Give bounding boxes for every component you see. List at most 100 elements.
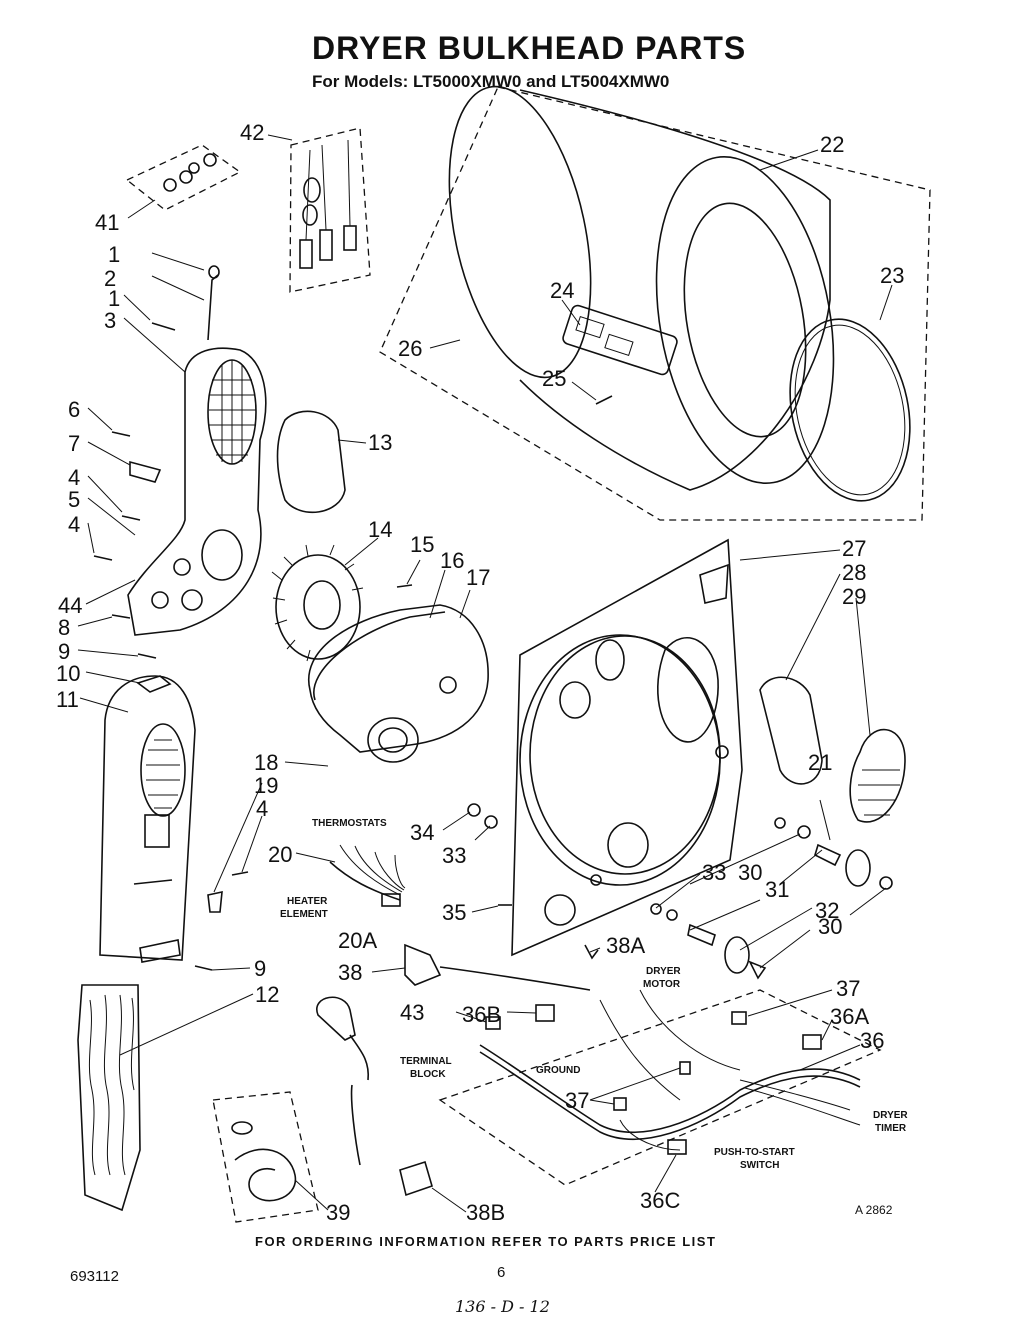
hardware-packs xyxy=(125,127,371,293)
callout-33a: 33 xyxy=(442,843,466,868)
blower-housing-plate xyxy=(93,265,267,693)
callout-4c: 4 xyxy=(256,796,268,821)
callout-28: 28 xyxy=(842,560,866,585)
lint-screen-29 xyxy=(849,728,906,823)
callout-33b: 33 xyxy=(702,860,726,885)
callout-10: 10 xyxy=(56,661,80,686)
callout-36a: 36A xyxy=(830,1004,869,1029)
power-cord xyxy=(316,943,599,1197)
drum-support-32 xyxy=(845,849,871,887)
callout-9b: 9 xyxy=(254,956,266,981)
label-terminal-block-2: BLOCK xyxy=(410,1069,446,1080)
callout-18: 18 xyxy=(254,750,278,775)
callout-35: 35 xyxy=(442,900,466,925)
label-heater-element-1: HEATER xyxy=(287,896,328,907)
connector-37b xyxy=(613,1097,627,1111)
callout-30a: 30 xyxy=(738,860,762,885)
callout-44: 44 xyxy=(58,593,82,618)
connector-36c xyxy=(667,1139,687,1155)
callout-25: 25 xyxy=(542,366,566,391)
clip-10 xyxy=(136,675,172,693)
callout-32: 32 xyxy=(815,898,839,923)
drum-dashed-outline xyxy=(379,86,931,521)
shaft-21 xyxy=(814,843,842,867)
strain-relief-38b xyxy=(399,1160,433,1197)
main-wiring-harness xyxy=(438,989,882,1186)
shaft-31 xyxy=(687,923,716,947)
callout-6: 6 xyxy=(68,397,80,422)
callout-38b: 38B xyxy=(466,1200,505,1225)
callout-16: 16 xyxy=(440,548,464,573)
callout-4a: 4 xyxy=(68,465,80,490)
callout-15: 15 xyxy=(410,532,434,557)
washer-33a xyxy=(484,815,498,829)
baffle-screw xyxy=(595,395,613,405)
callout-numbers: 42 41 1 2 1 3 6 7 4 5 4 44 8 9 10 11 12 … xyxy=(56,120,904,1225)
power-plug-38 xyxy=(404,943,442,986)
washer-33b xyxy=(797,825,811,839)
callout-9: 9 xyxy=(58,639,70,664)
callout-24: 24 xyxy=(550,278,574,303)
clip-30a xyxy=(666,909,678,921)
callout-1: 1 xyxy=(108,242,120,267)
callout-7: 7 xyxy=(68,431,80,456)
callout-11: 11 xyxy=(56,687,79,712)
figure-reference: A 2862 xyxy=(855,1203,893,1217)
callout-22: 22 xyxy=(820,132,844,157)
heater-wiring-harness xyxy=(329,844,406,907)
screw-9a xyxy=(137,653,157,659)
drum-baffle xyxy=(562,304,678,376)
callout-20a: 20A xyxy=(338,928,377,953)
callout-37b: 37 xyxy=(565,1088,589,1113)
callout-23: 23 xyxy=(880,263,904,288)
drum-shaft-parts xyxy=(650,817,893,980)
front-grille xyxy=(140,723,186,817)
callout-19: 19 xyxy=(254,773,278,798)
label-push-to-start-1: PUSH-TO-START xyxy=(714,1147,795,1158)
screw-4c xyxy=(231,871,249,876)
screw-1 xyxy=(151,322,176,331)
thermostat-7 xyxy=(129,460,162,483)
housing-port xyxy=(201,529,243,581)
leader-lines xyxy=(77,134,893,1213)
callout-30b: 30 xyxy=(818,914,842,939)
heater-element xyxy=(77,984,141,1212)
callout-1b: 1 xyxy=(108,286,120,311)
rear-bulkhead xyxy=(467,538,743,957)
callout-34: 34 xyxy=(410,820,434,845)
callout-38: 38 xyxy=(338,960,362,985)
label-dryer-motor-1: DRYER xyxy=(646,966,681,977)
callout-36c: 36C xyxy=(640,1188,680,1213)
callout-41: 41 xyxy=(95,210,119,235)
callout-27: 27 xyxy=(842,536,866,561)
label-thermostats: THERMOSTATS xyxy=(312,818,387,829)
blower-seal xyxy=(276,410,346,514)
callout-31: 31 xyxy=(765,877,789,902)
callout-37a: 37 xyxy=(836,976,860,1001)
label-push-to-start-2: SWITCH xyxy=(740,1160,779,1171)
callout-20: 20 xyxy=(268,842,292,867)
harness-base-outline xyxy=(438,989,882,1186)
wire-nut-pack-outline xyxy=(125,144,242,211)
ordering-info-note: FOR ORDERING INFORMATION REFER TO PARTS … xyxy=(255,1234,717,1249)
drum-support-32b xyxy=(724,936,750,974)
callout-43: 43 xyxy=(400,1000,424,1025)
drum-assembly xyxy=(379,85,931,521)
power-plug-38-alt xyxy=(316,996,356,1041)
label-dryer-timer-2: TIMER xyxy=(875,1123,907,1134)
exhaust-duct xyxy=(759,676,906,823)
label-ground: GROUND xyxy=(536,1065,580,1076)
callout-38a: 38A xyxy=(606,933,645,958)
screw-43 xyxy=(485,1016,501,1030)
callout-29: 29 xyxy=(842,584,866,609)
terminal-block-36b xyxy=(535,1004,555,1022)
screw-8 xyxy=(111,614,131,619)
label-heater-element-2: ELEMENT xyxy=(280,909,328,920)
page-subtitle: For Models: LT5000XMW0 and LT5004XMW0 xyxy=(312,72,670,91)
label-dryer-motor-2: MOTOR xyxy=(643,979,681,990)
callout-36b: 36B xyxy=(462,1002,501,1027)
label-dryer-timer-1: DRYER xyxy=(873,1110,908,1121)
bulkhead-exhaust-port xyxy=(657,637,719,743)
